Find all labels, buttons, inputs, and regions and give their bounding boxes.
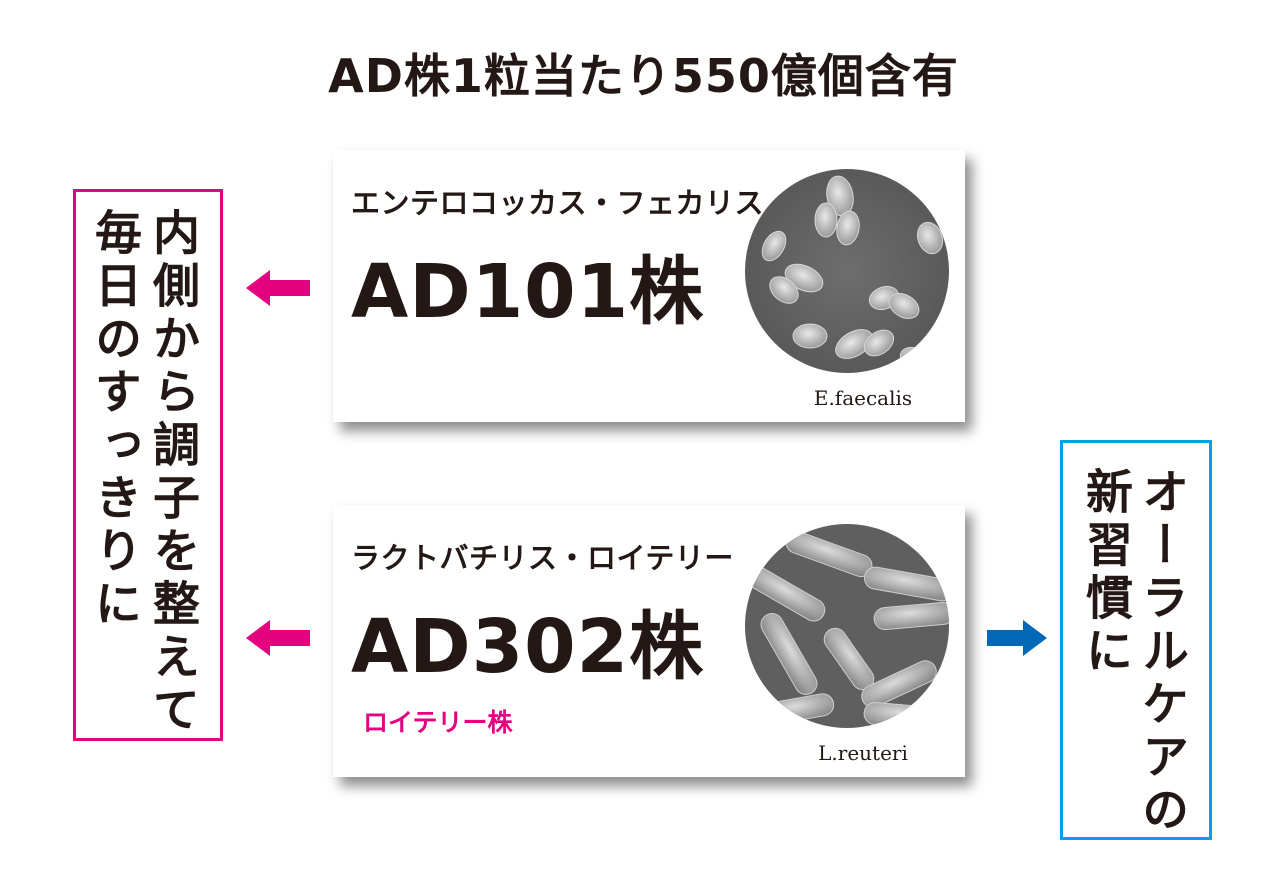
latin-species-name: E.faecalis: [813, 386, 913, 410]
oral-text-line-2: 新習慣に: [1077, 467, 1132, 679]
micrograph-efaecalis-icon: [745, 169, 949, 373]
strain-card-ad101: エンテロコッカス・フェカリス AD101株: [333, 150, 965, 422]
strain-alias: ロイテリー株: [363, 708, 513, 737]
arrow-left-magenta-icon: [246, 620, 310, 656]
strain-name: AD302株: [351, 604, 705, 690]
page-title: AD株1粒当たり550億個含有: [328, 49, 959, 103]
benefit-text-line-1: 内側から調子を整えて: [144, 208, 199, 738]
benefit-text-line-2: 毎日のすっきりに: [86, 208, 141, 632]
arrow-right-blue-icon: [987, 620, 1047, 656]
latin-species-name: L.reuteri: [818, 741, 908, 765]
arrow-left-magenta-icon: [246, 270, 310, 306]
micrograph-lreuteri-icon: [745, 524, 949, 728]
oral-text-line-1: オーラルケアの: [1133, 467, 1188, 838]
japanese-species-name: ラクトバチリス・ロイテリー: [351, 541, 734, 575]
strain-name: AD101株: [351, 249, 705, 335]
strain-card-ad302: ラクトバチリス・ロイテリー AD302株 ロイテリー株: [333, 505, 965, 777]
gut-benefit-box: 内側から調子を整えて 毎日のすっきりに: [73, 189, 223, 741]
oral-care-box: オーラルケアの 新習慣に: [1060, 440, 1212, 840]
japanese-species-name: エンテロコッカス・フェカリス: [351, 186, 765, 220]
